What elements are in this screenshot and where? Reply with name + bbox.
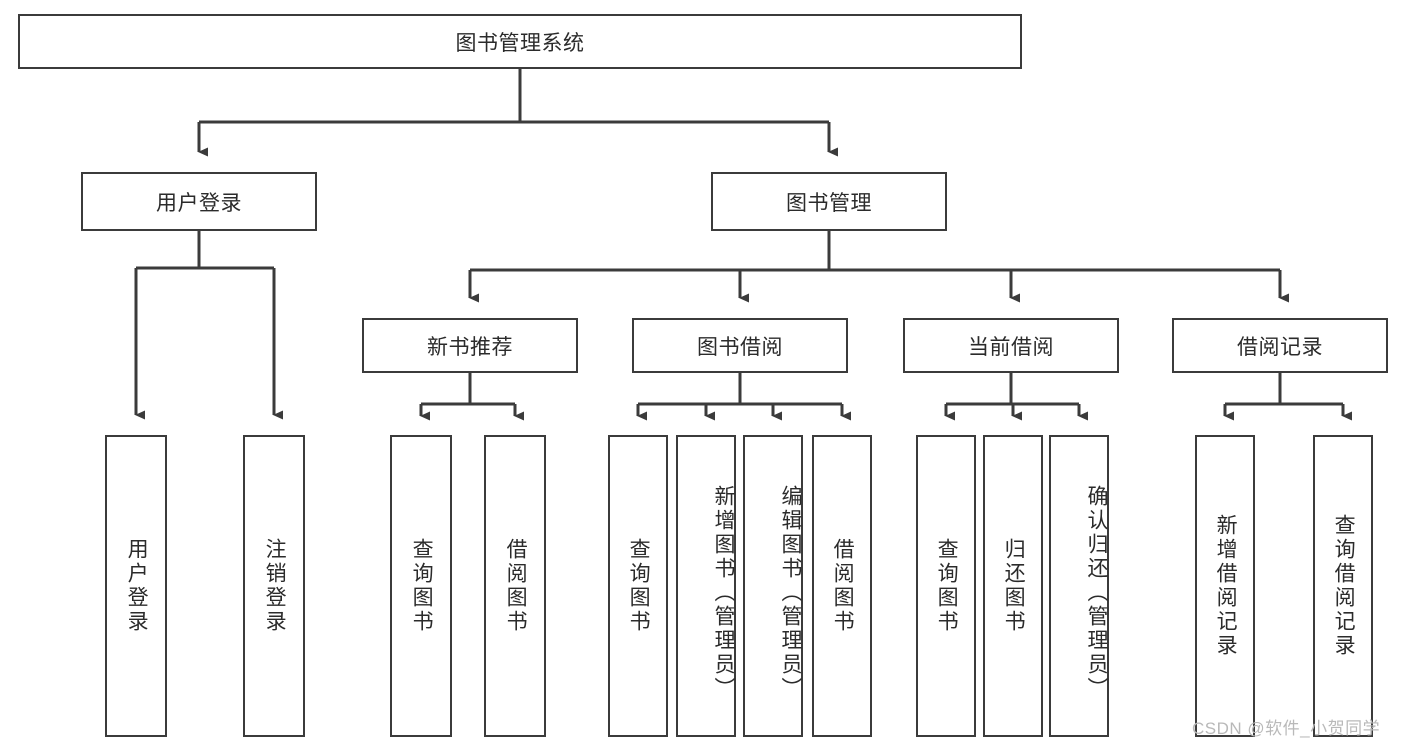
node-leaf-rec-query-book[interactable]: 查询图书	[390, 435, 452, 737]
node-leaf-record-query[interactable]: 查询借阅记录	[1313, 435, 1373, 737]
node-new-book-rec-label: 新书推荐	[427, 335, 513, 359]
node-leaf-current-query-book-label: 查询图书	[935, 538, 959, 634]
node-borrow-record-label: 借阅记录	[1237, 335, 1323, 359]
node-leaf-borrow-add-book-label: 新增图书（管理员）	[712, 485, 735, 701]
node-leaf-rec-query-book-label: 查询图书	[410, 538, 434, 634]
node-leaf-current-query-book[interactable]: 查询图书	[916, 435, 976, 737]
node-root-label: 图书管理系统	[455, 31, 585, 55]
node-borrow-record[interactable]: 借阅记录	[1172, 318, 1388, 373]
node-leaf-borrow-add-book[interactable]: 新增图书（管理员）	[676, 435, 736, 737]
node-leaf-user-logout-label: 注销登录	[263, 538, 287, 634]
csdn-watermark: CSDN @软件_小贺同学	[1192, 719, 1381, 738]
node-current-borrow[interactable]: 当前借阅	[903, 318, 1119, 373]
node-leaf-current-confirm-return[interactable]: 确认归还（管理员）	[1049, 435, 1109, 737]
node-leaf-current-confirm-return-label: 确认归还（管理员）	[1085, 485, 1108, 701]
node-leaf-current-return-book[interactable]: 归还图书	[983, 435, 1043, 737]
node-leaf-record-add[interactable]: 新增借阅记录	[1195, 435, 1255, 737]
node-leaf-record-add-label: 新增借阅记录	[1214, 514, 1238, 658]
node-leaf-current-return-book-label: 归还图书	[1002, 538, 1026, 634]
node-book-borrow-label: 图书借阅	[697, 335, 783, 359]
node-book-manage[interactable]: 图书管理	[711, 172, 947, 231]
node-book-borrow[interactable]: 图书借阅	[632, 318, 848, 373]
node-leaf-borrow-query-book[interactable]: 查询图书	[608, 435, 668, 737]
node-leaf-borrow-borrow-book[interactable]: 借阅图书	[812, 435, 872, 737]
node-leaf-user-login[interactable]: 用户登录	[105, 435, 167, 737]
node-leaf-borrow-edit-book[interactable]: 编辑图书（管理员）	[743, 435, 803, 737]
node-leaf-record-query-label: 查询借阅记录	[1332, 514, 1356, 658]
node-current-borrow-label: 当前借阅	[968, 335, 1054, 359]
node-leaf-borrow-query-book-label: 查询图书	[627, 538, 651, 634]
node-book-manage-label: 图书管理	[786, 191, 872, 215]
node-leaf-rec-borrow-book[interactable]: 借阅图书	[484, 435, 546, 737]
node-user-login-label: 用户登录	[156, 191, 242, 215]
node-leaf-user-logout[interactable]: 注销登录	[243, 435, 305, 737]
node-leaf-borrow-borrow-book-label: 借阅图书	[831, 538, 855, 634]
node-leaf-user-login-label: 用户登录	[125, 538, 149, 634]
node-user-login[interactable]: 用户登录	[81, 172, 317, 231]
node-new-book-rec[interactable]: 新书推荐	[362, 318, 578, 373]
node-leaf-borrow-edit-book-label: 编辑图书（管理员）	[779, 485, 802, 701]
node-leaf-rec-borrow-book-label: 借阅图书	[504, 538, 528, 634]
node-root[interactable]: 图书管理系统	[18, 14, 1022, 69]
